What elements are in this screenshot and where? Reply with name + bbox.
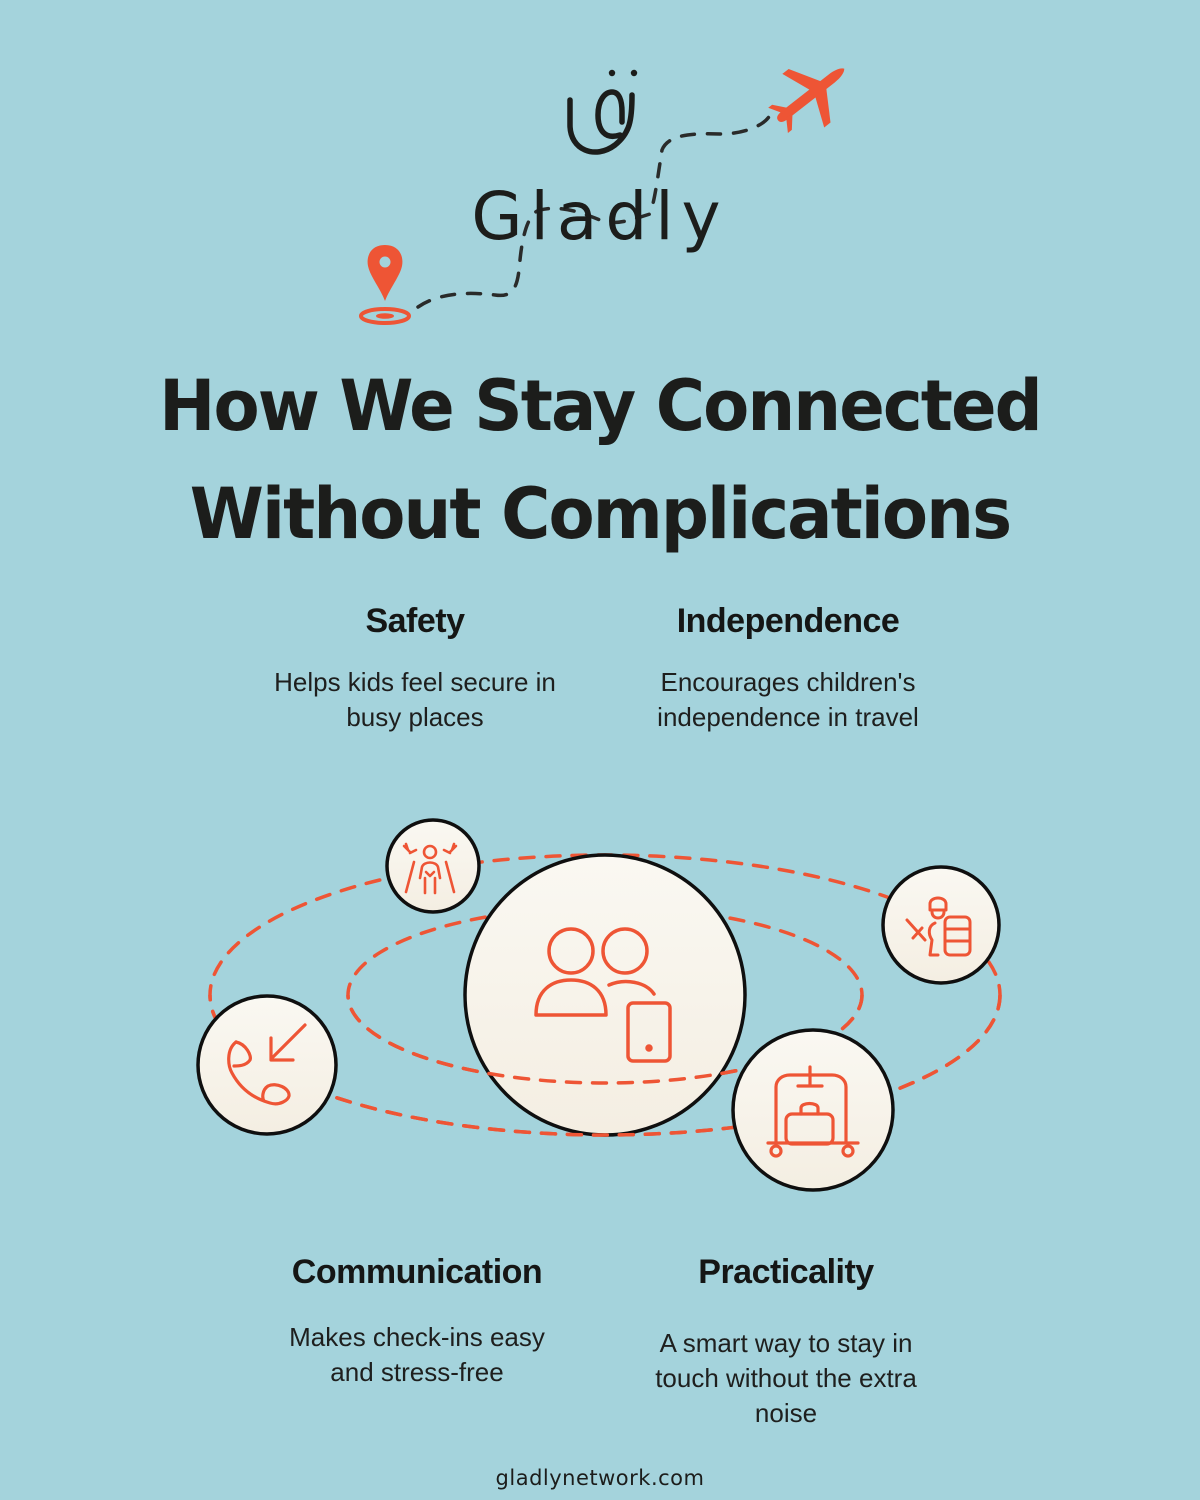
dashed-travel-path [416,113,772,309]
feature-description: Encourages children's independence in tr… [618,665,958,735]
footer-url[interactable]: gladlynetwork.com [495,1466,705,1490]
center-node [208,853,1002,1137]
feature-communication: Communication Makes check-ins easy and s… [247,1253,587,1390]
safety-node [385,818,481,914]
description-line: Makes check-ins easy [289,1322,545,1352]
practicality-node [731,1028,895,1192]
description-line: Helps kids feel secure in [274,667,556,697]
feature-description: Helps kids feel secure in busy places [245,665,585,735]
feature-title: Independence [676,602,900,640]
description-line: Encourages children's [660,667,916,697]
page-title-line-1: How We Stay Connected [159,365,1043,447]
feature-independence: Independence Encourages children's indep… [618,602,958,735]
feature-safety: Safety Helps kids feel secure in busy pl… [245,602,585,735]
traveler-with-suitcase-icon [905,896,972,957]
header-decoration [359,68,845,325]
description-line: busy places [346,702,484,732]
parent-child-phone-icon [534,927,672,1063]
description-line: noise [754,1398,818,1428]
luggage-cart-icon [766,1065,860,1158]
feature-description: Makes check-ins easy and stress-free [247,1320,587,1390]
feature-description: A smart way to stay in touch without the… [616,1326,956,1431]
description-line: touch without the extra [655,1363,917,1393]
feature-title: Communication [291,1253,543,1291]
child-in-airport-icon [402,842,458,895]
location-pin-icon [359,245,411,325]
gladly-logo-mark-icon [567,69,638,155]
incoming-call-icon [227,1023,307,1106]
feature-title: Practicality [698,1253,874,1291]
page-title-line-2: Without Complications [189,473,1012,555]
independence-node [881,865,1001,985]
description-line: and stress-free [330,1357,504,1387]
feature-practicality: Practicality A smart way to stay in touc… [616,1253,956,1431]
feature-title: Safety [365,602,465,640]
description-line: independence in travel [657,702,919,732]
brand-wordmark: Gladly [471,178,729,255]
communication-node [196,994,338,1136]
page-title: How We Stay Connected Without Complicati… [24,352,1176,568]
airplane-icon [768,68,845,134]
description-line: A smart way to stay in [659,1328,913,1358]
